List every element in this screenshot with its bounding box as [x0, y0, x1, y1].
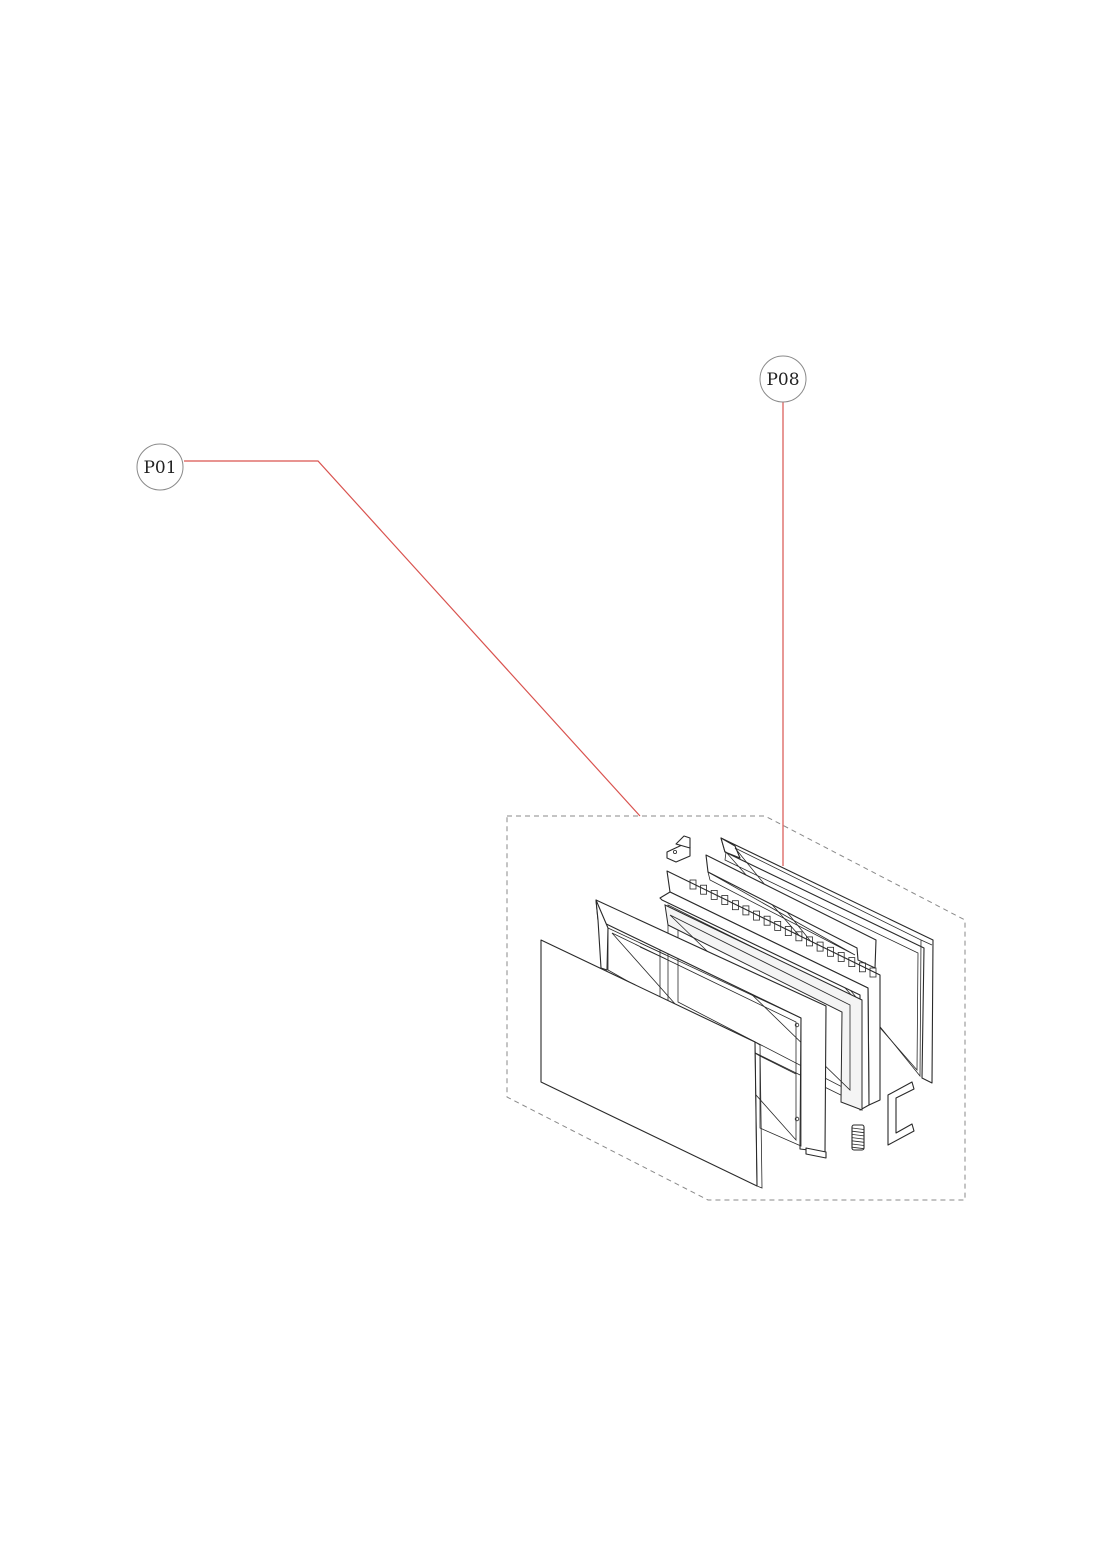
frame-tab	[742, 905, 750, 916]
frame-tab	[732, 900, 739, 911]
frame-tab	[869, 967, 877, 978]
frame-tab	[848, 957, 856, 967]
frame-tab	[837, 952, 845, 962]
frame-tab	[806, 936, 813, 947]
frame-tab	[784, 926, 792, 936]
frame-tab	[753, 910, 760, 921]
frame-tab	[859, 962, 866, 973]
spring-coil	[851, 1127, 865, 1130]
inner-tray	[664, 904, 863, 1111]
callout-p01[interactable]: P01	[136, 443, 184, 491]
spring-coil	[851, 1134, 865, 1137]
frame-tab-row	[689, 879, 877, 978]
frame-tab	[710, 890, 718, 900]
frame-tab	[774, 921, 782, 931]
callout-p01-label: P01	[143, 458, 176, 478]
frame-tab	[700, 884, 707, 895]
door-latch-hook	[887, 1081, 915, 1146]
frame-tab	[689, 879, 697, 890]
callout-p08[interactable]: P08	[759, 355, 807, 403]
assembly-boundary	[506, 815, 966, 1201]
frame-tab	[827, 946, 834, 957]
spring-coil	[851, 1143, 865, 1146]
hinge-bracket	[666, 835, 691, 863]
callout-p08-label: P08	[766, 370, 799, 390]
front-glass-panel	[540, 939, 763, 1189]
frame-tab	[795, 931, 803, 942]
spring-coil	[851, 1130, 865, 1134]
p01-leader-line	[184, 460, 641, 817]
frame-tab	[816, 941, 824, 952]
spring-part	[851, 1124, 865, 1151]
door-frame	[595, 899, 827, 1159]
frame-tab	[721, 895, 729, 905]
spring-coil	[851, 1137, 865, 1140]
frame-tab	[763, 915, 771, 926]
gasket-panel	[705, 854, 877, 969]
spring-coil	[851, 1146, 865, 1150]
spring-coil	[851, 1140, 865, 1143]
